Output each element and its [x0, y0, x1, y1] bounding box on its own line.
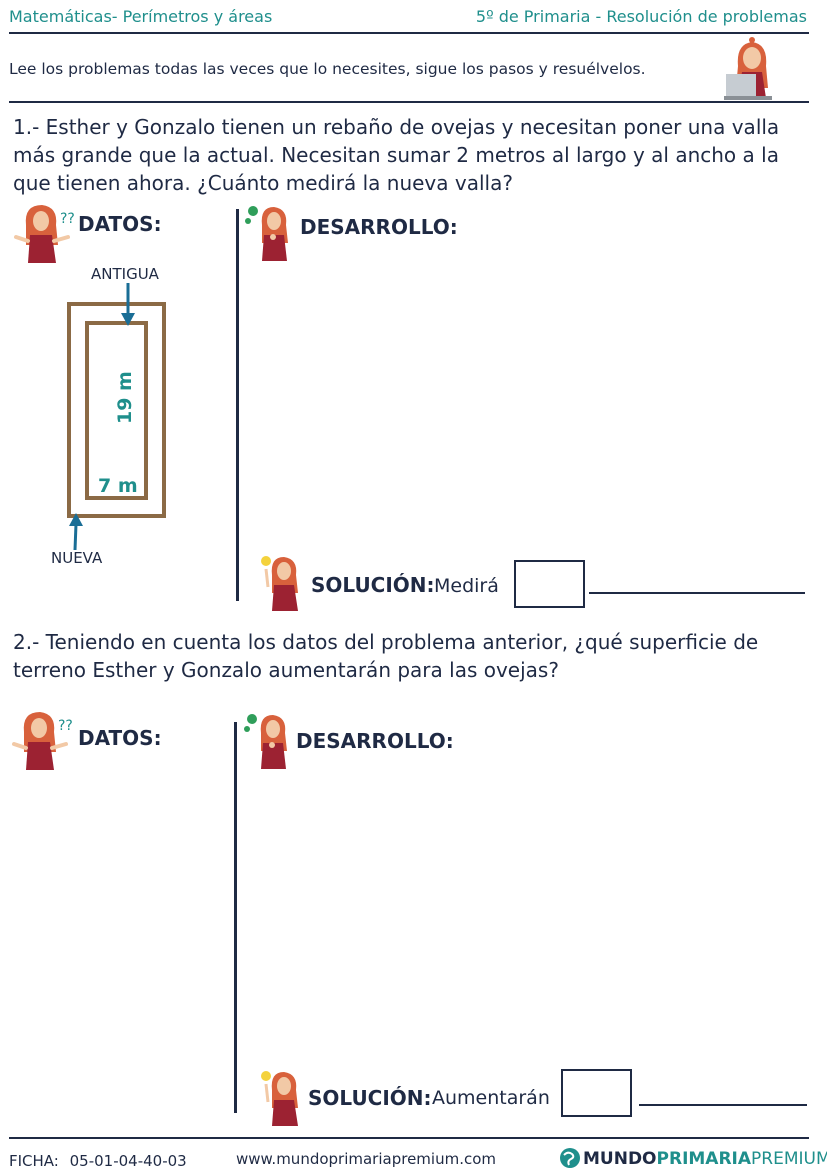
girl-idea-icon — [261, 1071, 298, 1126]
worksheet-level: 5º de Primaria - Resolución de problemas — [475, 7, 807, 26]
instructions: Lee los problemas todas las veces que lo… — [9, 60, 646, 78]
divider-2 — [234, 722, 237, 1113]
arrow-up-icon — [69, 513, 83, 551]
girl-pondering-icon — [245, 206, 288, 261]
problem-2-text: 2.- Teniendo en cuenta los datos del pro… — [13, 630, 759, 682]
divider-1 — [236, 209, 239, 601]
website-link[interactable]: www.mundoprimariapremium.com — [236, 1150, 496, 1168]
old-fence-rect — [85, 321, 148, 500]
label-nueva: NUEVA — [51, 549, 103, 567]
girl-idea-icon — [261, 556, 298, 611]
solucion-heading: SOLUCIÓN: — [308, 1086, 432, 1110]
ficha-code: 05-01-04-40-03 — [69, 1152, 187, 1170]
svg-text:??: ?? — [60, 211, 74, 227]
globe-logo-icon — [560, 1148, 580, 1168]
solucion-heading: SOLUCIÓN: — [311, 573, 435, 597]
svg-text:??: ?? — [58, 718, 72, 734]
brand-primaria: PRIMARIA — [656, 1149, 752, 1169]
girl-thinking-icon: ?? — [12, 712, 72, 770]
brand-premium: PREMIUM — [751, 1149, 827, 1169]
brand-logo: MUNDOPRIMARIAPREMIUM — [583, 1149, 827, 1169]
new-fence-rect — [67, 302, 166, 518]
girl-pondering-icon — [244, 714, 287, 769]
worksheet-subject: Matemáticas- Perímetros y áreas — [9, 7, 273, 26]
instructions-rule — [9, 101, 809, 103]
datos-heading: DATOS: — [78, 726, 162, 750]
header-rule — [9, 32, 809, 34]
desarrollo-heading: DESARROLLO: — [296, 729, 454, 753]
girl-thinking-icon: ?? — [14, 205, 74, 263]
answer-prefix: Medirá — [434, 575, 499, 597]
ficha-label-text: FICHA: — [9, 1152, 59, 1170]
ficha-label: FICHA: 05-01-04-40-03 — [9, 1152, 187, 1170]
problem-1-text: 1.- Esther y Gonzalo tienen un rebaño de… — [13, 115, 780, 195]
label-antigua: ANTIGUA — [91, 265, 159, 283]
height-label: 19 m — [114, 371, 136, 424]
girl-laptop-icon — [724, 37, 772, 100]
width-label: 7 m — [98, 475, 138, 497]
datos-heading: DATOS: — [78, 212, 162, 236]
answer-box[interactable] — [514, 560, 585, 608]
answer-line[interactable] — [589, 592, 805, 594]
desarrollo-heading: DESARROLLO: — [300, 215, 458, 239]
brand-mundo: MUNDO — [583, 1149, 657, 1169]
answer-line[interactable] — [639, 1104, 807, 1106]
footer-rule — [9, 1137, 809, 1139]
answer-prefix: Aumentarán — [432, 1087, 550, 1109]
answer-box[interactable] — [561, 1069, 632, 1117]
arrow-down-icon — [121, 283, 135, 326]
